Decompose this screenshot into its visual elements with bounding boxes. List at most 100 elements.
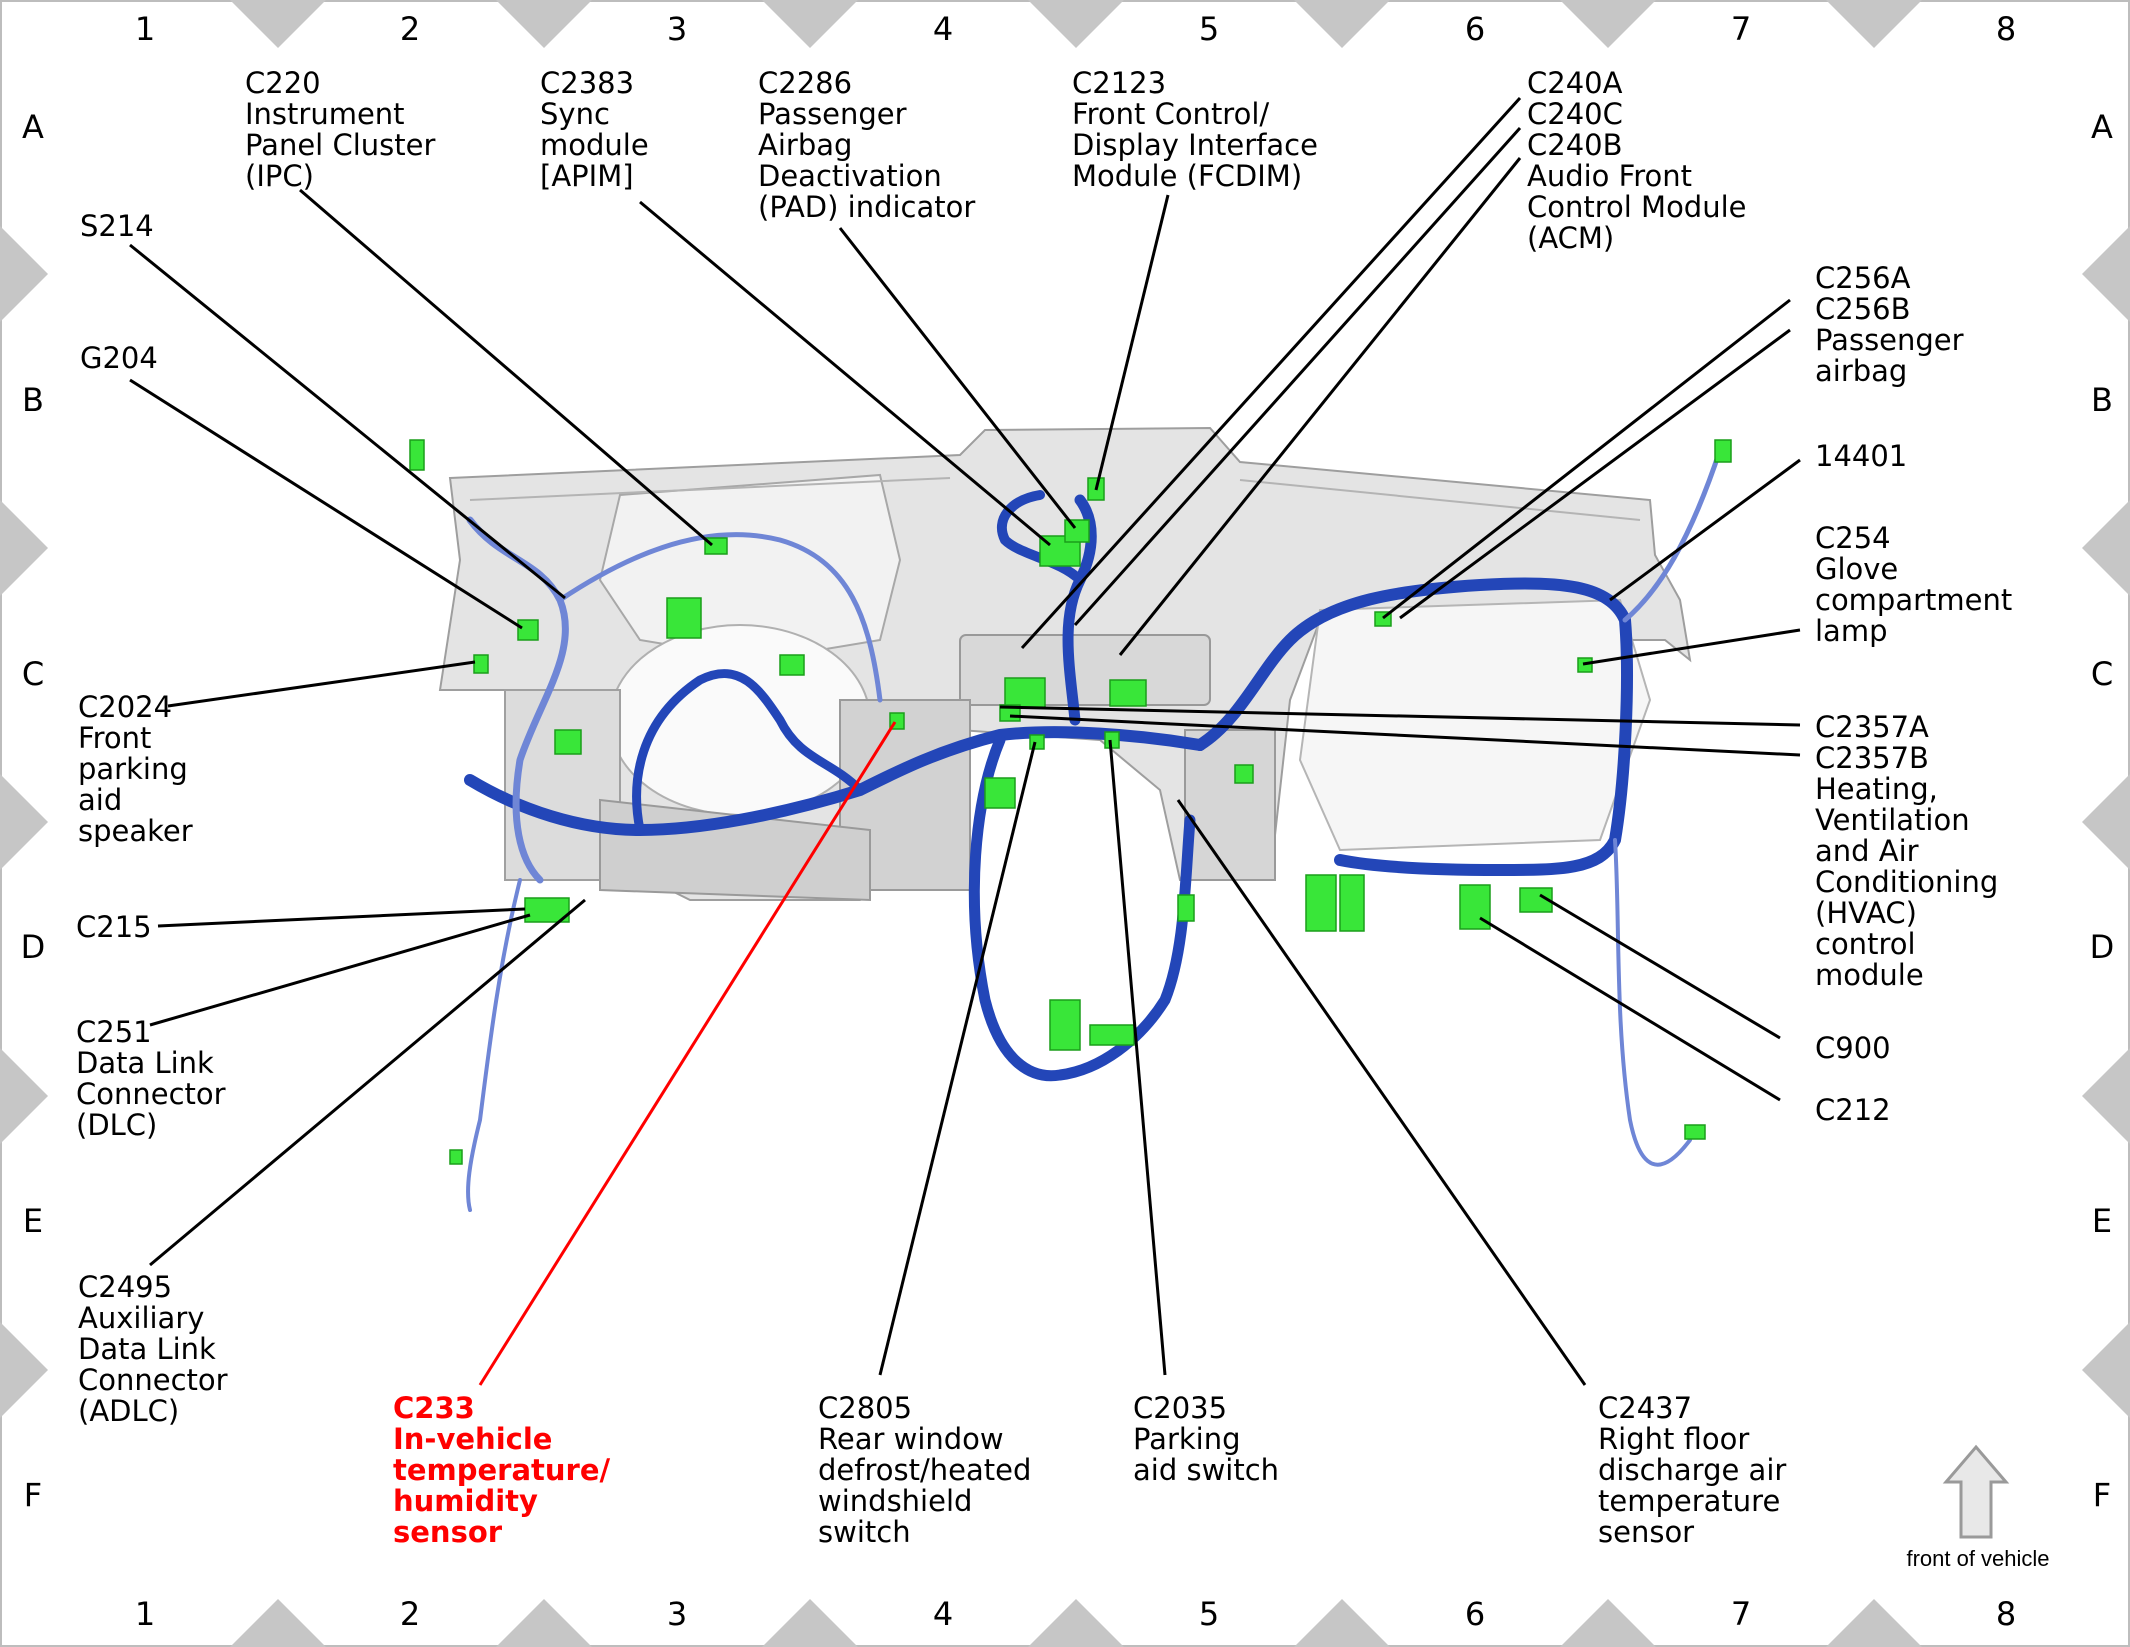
leader-c256b xyxy=(1399,328,1791,620)
leader-c2805 xyxy=(878,741,1037,1376)
callout-c2286: C2286 Passenger Airbag Deactivation (PAD… xyxy=(758,66,975,224)
leader-c251 xyxy=(149,913,531,1027)
col-label-bottom-5: 5 xyxy=(1199,1595,1219,1633)
connector-c2805 xyxy=(1029,734,1045,750)
leader-c2123 xyxy=(1094,194,1170,491)
col-label-bottom-1: 1 xyxy=(135,1595,155,1633)
row-label-right-D: D xyxy=(2090,928,2115,966)
callout-c2437: C2437 Right floor discharge air temperat… xyxy=(1598,1391,1796,1549)
row-label-right-E: E xyxy=(2092,1202,2112,1240)
border-diamond-top-0 xyxy=(230,0,326,48)
border-diamond-right-2 xyxy=(2082,774,2130,870)
border-diamond-left-1 xyxy=(0,500,48,596)
connector-center-lower xyxy=(1049,999,1081,1051)
connector-right-lower xyxy=(1684,1124,1706,1140)
col-label-top-7: 7 xyxy=(1731,10,1751,48)
row-label-right-A: A xyxy=(2091,108,2113,146)
border-diamond-top-2 xyxy=(762,0,858,48)
leader-c212 xyxy=(1479,916,1781,1102)
leader-c2357b xyxy=(1009,714,1801,757)
row-label-right-C: C xyxy=(2091,655,2113,693)
border-diamond-bottom-0 xyxy=(230,1599,326,1647)
border-diamond-right-0 xyxy=(2082,226,2130,322)
leader-c240a xyxy=(1020,96,1522,650)
border-diamond-right-3 xyxy=(2082,1048,2130,1144)
col-label-bottom-3: 3 xyxy=(667,1595,687,1633)
callout-c2024: C2024 Front parking aid speaker xyxy=(78,690,197,848)
callout-c256: C256A C256B Passenger airbag xyxy=(1815,261,1973,388)
connectors xyxy=(409,439,1732,1165)
connector-14401 xyxy=(1714,439,1732,463)
border-diamond-bottom-3 xyxy=(1028,1599,1124,1647)
callout-c2357: C2357A C2357B Heating, Ventilation and A… xyxy=(1815,710,2007,992)
border-diamond-left-0 xyxy=(0,226,48,322)
connector-s214 xyxy=(409,439,425,471)
top-edge-detail xyxy=(469,477,951,501)
callout-c2805: C2805 Rear window defrost/heated windshi… xyxy=(818,1391,1041,1549)
harness-top-run xyxy=(557,532,883,703)
callout-c2495: C2495 Auxiliary Data Link Connector (ADL… xyxy=(78,1270,237,1428)
leader-c215 xyxy=(157,907,526,928)
border-diamond-left-3 xyxy=(0,1048,48,1144)
connector-c2024 xyxy=(473,654,489,674)
callout-g204: G204 xyxy=(80,341,158,375)
col-label-top-2: 2 xyxy=(400,10,420,48)
row-label-left-C: C xyxy=(22,655,44,693)
callout-c212: C212 xyxy=(1815,1093,1891,1127)
column-labels-bottom: 1 2 3 4 5 6 7 8 xyxy=(135,1595,2016,1633)
col-label-bottom-8: 8 xyxy=(1996,1595,2016,1633)
connector-left-lower xyxy=(449,1149,463,1165)
row-label-right-F: F xyxy=(2093,1476,2111,1514)
harness-glovebox-branch xyxy=(1622,447,1723,623)
border-diamond-right-1 xyxy=(2082,500,2130,596)
callout-14401: 14401 xyxy=(1815,439,1907,473)
border-diamond-top-1 xyxy=(496,0,592,48)
wiring-harness xyxy=(464,447,1723,1212)
col-label-bottom-4: 4 xyxy=(933,1595,953,1633)
leader-c2286 xyxy=(838,227,1077,529)
border-diamond-top-6 xyxy=(1826,0,1922,48)
connector-hvac-right xyxy=(1339,874,1365,932)
leader-s214 xyxy=(129,243,566,600)
leader-c220 xyxy=(299,188,713,547)
border-diamond-bottom-2 xyxy=(762,1599,858,1647)
col-label-top-4: 4 xyxy=(933,10,953,48)
border-diamond-right-4 xyxy=(2082,1322,2130,1418)
center-stack-panel xyxy=(959,634,1211,706)
leader-c256a xyxy=(1382,298,1791,620)
border-diamond-bottom-1 xyxy=(496,1599,592,1647)
callout-c2123: C2123 Front Control/ Display Interface M… xyxy=(1072,66,1327,193)
col-label-bottom-6: 6 xyxy=(1465,1595,1485,1633)
col-label-top-5: 5 xyxy=(1199,10,1219,48)
glove-box-area xyxy=(1298,598,1652,852)
col-label-bottom-7: 7 xyxy=(1731,1595,1751,1633)
row-label-left-D: D xyxy=(21,928,46,966)
callout-c233: C233 In-vehicle temperature/ humidity se… xyxy=(393,1391,620,1549)
border-diamond-bottom-6 xyxy=(1826,1599,1922,1647)
callout-c220: C220 Instrument Panel Cluster (IPC) xyxy=(245,66,445,193)
connector-misc-3 xyxy=(554,729,582,755)
callout-c254: C254 Glove compartment lamp xyxy=(1815,521,2021,648)
row-label-left-B: B xyxy=(22,381,44,419)
column-labels-top: 1 2 3 4 5 6 7 8 xyxy=(135,10,2016,48)
connector-console-left xyxy=(984,777,1016,809)
leader-g204 xyxy=(129,378,523,630)
top-edge-detail-right xyxy=(1239,479,1641,521)
row-label-left-F: F xyxy=(24,1476,42,1514)
connector-misc-2 xyxy=(779,654,805,676)
callout-labels: C220 Instrument Panel Cluster (IPC) C238… xyxy=(76,66,2021,1549)
leader-c233 xyxy=(478,721,897,1386)
connector-hvac-left xyxy=(1305,874,1337,932)
border-diamond-left-2 xyxy=(0,774,48,870)
steering-column-opening xyxy=(609,624,871,816)
col-label-bottom-2: 2 xyxy=(400,1595,420,1633)
leader-c2024 xyxy=(167,660,476,708)
row-label-left-A: A xyxy=(22,108,44,146)
callout-c251: C251 Data Link Connector (DLC) xyxy=(76,1015,235,1142)
col-label-top-3: 3 xyxy=(667,10,687,48)
leader-c2035 xyxy=(1108,739,1167,1376)
connector-misc-5 xyxy=(1234,764,1254,784)
connector-misc-4 xyxy=(1177,894,1195,922)
